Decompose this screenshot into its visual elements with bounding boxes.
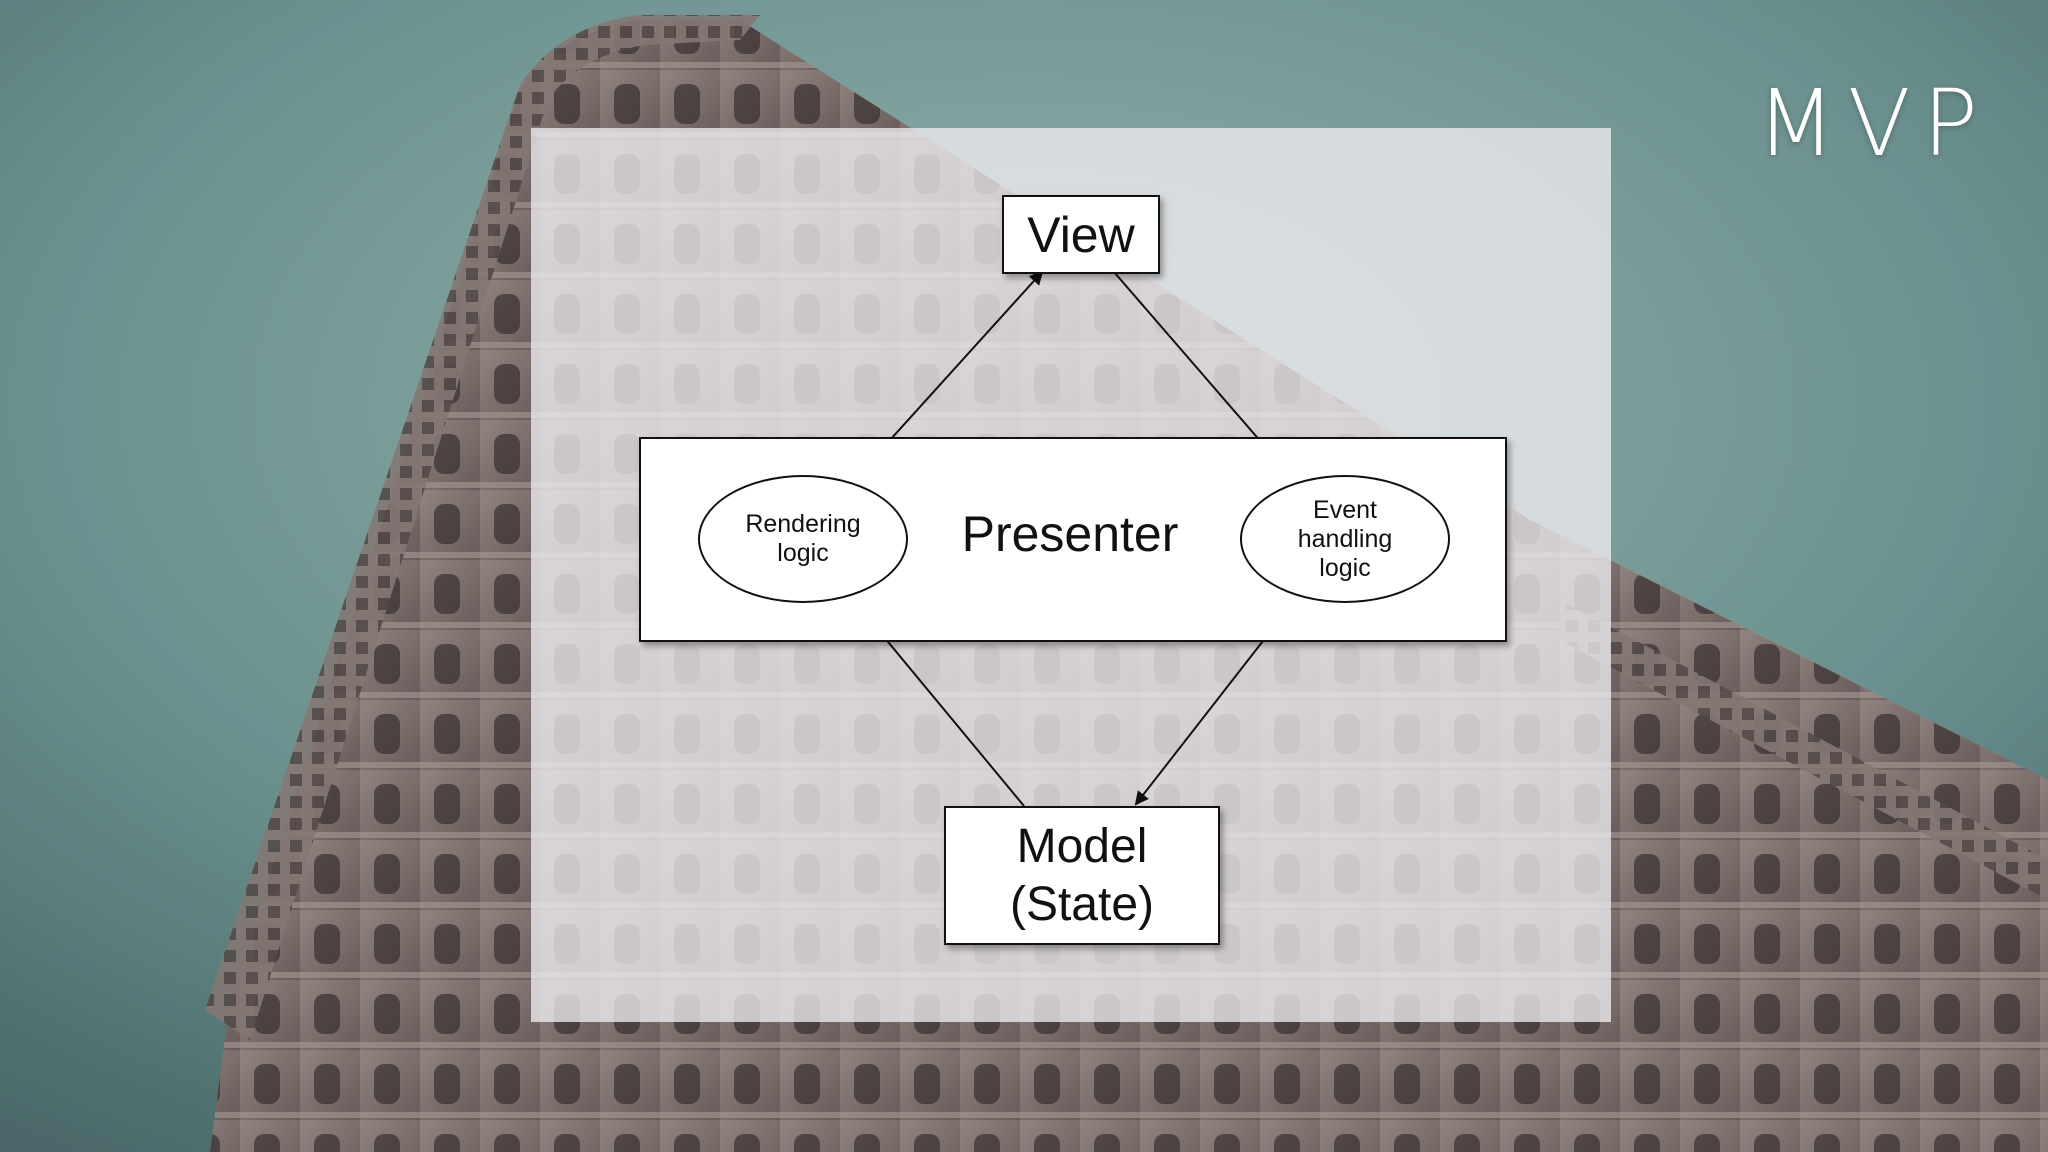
rendering-logic-node: Rendering logic bbox=[698, 475, 908, 603]
slide-title: MVP bbox=[1756, 70, 1990, 177]
event-logic-line2: handling bbox=[1297, 524, 1393, 553]
event-logic-line3: logic bbox=[1319, 553, 1371, 582]
event-logic-line1: Event bbox=[1313, 495, 1377, 524]
view-label: View bbox=[1027, 206, 1135, 263]
model-node: Model (State) bbox=[944, 806, 1220, 945]
model-line1: Model bbox=[1016, 819, 1148, 873]
rendering-logic-line1: Rendering bbox=[745, 510, 861, 538]
rendering-logic-line2: logic bbox=[777, 539, 829, 567]
presenter-label: Presenter bbox=[961, 506, 1179, 562]
model-line2: (State) bbox=[1009, 877, 1155, 931]
view-node: View bbox=[1002, 195, 1160, 274]
event-handling-logic-node: Event handling logic bbox=[1240, 475, 1450, 603]
